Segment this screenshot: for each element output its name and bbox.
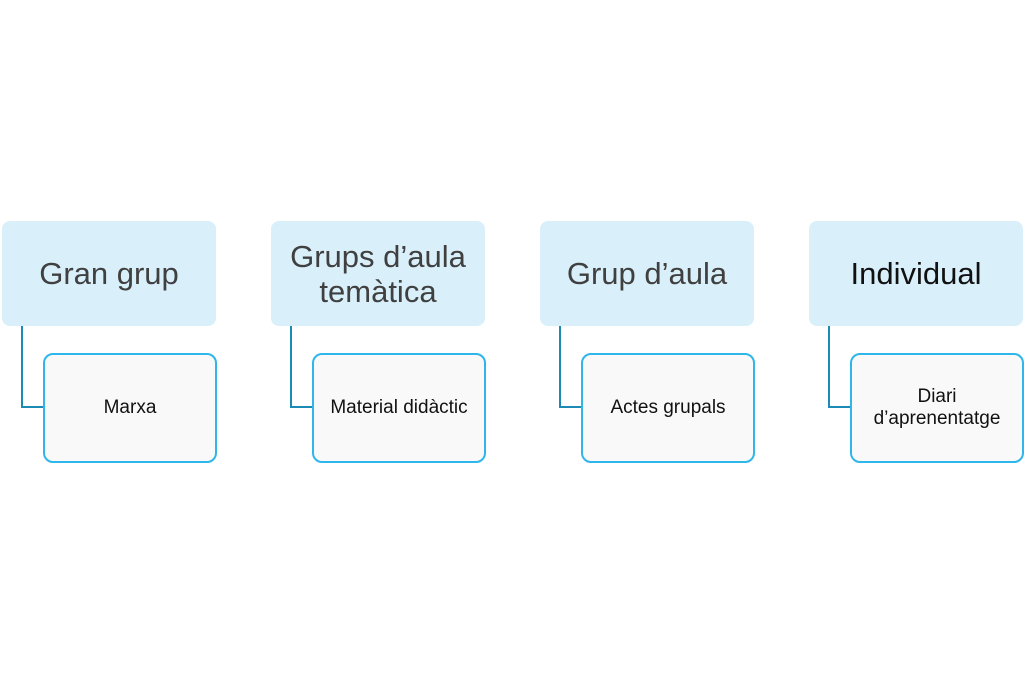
column-gran-grup: Gran grup Marxa: [2, 221, 218, 464]
child-box: Actes grupals: [581, 353, 755, 463]
child-box: Diari d’aprenentatge: [850, 353, 1024, 463]
connector-line: [828, 326, 851, 408]
header-label: Gran grup: [39, 256, 179, 291]
child-box: Material didàctic: [312, 353, 486, 463]
connector-line: [21, 326, 44, 408]
header-box: Individual: [809, 221, 1023, 326]
header-label: Grups d’aula temàtica: [290, 238, 466, 309]
child-label: Marxa: [103, 397, 157, 418]
header-label: Individual: [850, 256, 982, 291]
child-label: Diari d’aprenentatge: [873, 386, 1001, 429]
connector-line: [290, 326, 313, 408]
column-grups-aula-tematica: Grups d’aula temàtica Material didàctic: [271, 221, 487, 464]
column-individual: Individual Diari d’aprenentatge: [809, 221, 1024, 464]
header-label: Grup d’aula: [566, 256, 728, 291]
child-box: Marxa: [43, 353, 217, 463]
child-label: Actes grupals: [610, 397, 726, 418]
child-label: Material didàctic: [330, 397, 468, 418]
column-grup-aula: Grup d’aula Actes grupals: [540, 221, 756, 464]
header-box: Grups d’aula temàtica: [271, 221, 485, 326]
header-box: Gran grup: [2, 221, 216, 326]
connector-line: [559, 326, 582, 408]
header-box: Grup d’aula: [540, 221, 754, 326]
